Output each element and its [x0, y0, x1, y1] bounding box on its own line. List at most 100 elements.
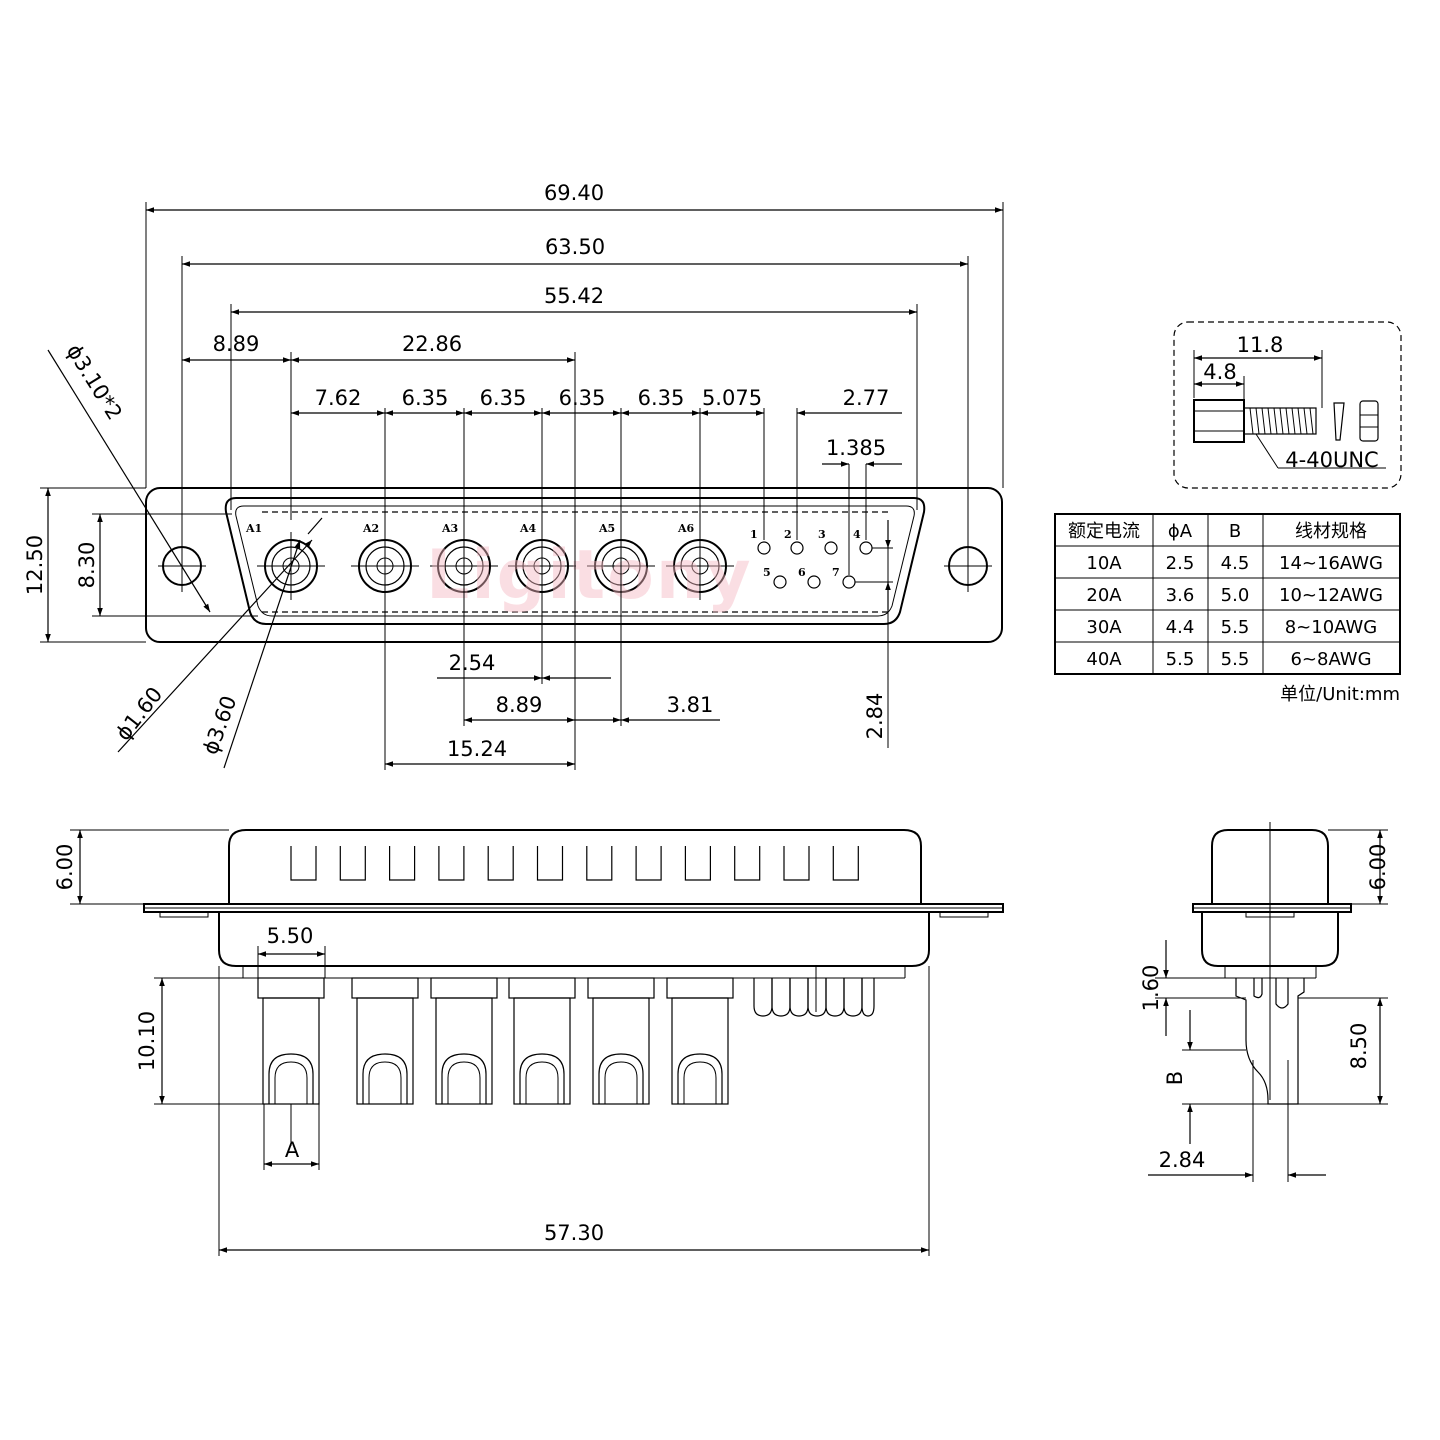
side-view: 6.00 5.50 10.10 A 57.30: [53, 829, 1004, 1256]
dim-1-385: 1.385: [826, 436, 886, 460]
signal-pin-3: [824, 541, 838, 555]
side-dim-6-00: 6.00: [53, 844, 77, 891]
pin-label-a4: A4: [519, 522, 537, 535]
table-cell: 6~8AWG: [1290, 649, 1371, 670]
dim-hole-dia: ϕ3.10*2: [62, 340, 127, 424]
power-contact-a1: A1: [245, 522, 325, 600]
thread-lines: [1249, 407, 1314, 435]
side-shell-top: [228, 829, 922, 904]
screw-thread-spec: 4-40UNC: [1285, 448, 1378, 472]
end-dim-8-50: 8.50: [1347, 1023, 1371, 1070]
dim-8-89: 8.89: [213, 332, 260, 356]
pin-label-a6: A6: [677, 522, 695, 535]
dim-2-84-front: 2.84: [863, 693, 887, 740]
side-dim-A: A: [285, 1138, 300, 1162]
dim-12-50: 12.50: [23, 535, 47, 595]
side-pin: [666, 977, 734, 1105]
unit-note: 单位/Unit:mm: [1280, 684, 1400, 705]
pin-label-a3: A3: [441, 522, 458, 535]
signal-label-5: 5: [763, 566, 771, 579]
table-cell: 8~10AWG: [1285, 617, 1378, 638]
screw-dim-11-8: 11.8: [1237, 333, 1284, 357]
signal-pins: 1 2 3 4 5 6 7: [750, 528, 893, 589]
side-pin: [257, 977, 325, 1105]
shell-slot: [832, 846, 859, 881]
signal-pin-2: [790, 541, 804, 555]
shell-slot: [536, 846, 564, 881]
table-cell: 3.6: [1166, 585, 1195, 606]
shell-slot: [586, 846, 613, 881]
signal-pin-6: [807, 575, 821, 589]
table-cell: 5.0: [1221, 585, 1250, 606]
front-dshell-inner: [235, 505, 915, 617]
end-dim-B: B: [1163, 1071, 1187, 1085]
dim-69-40: 69.40: [544, 181, 604, 205]
front-dim-text: 69.40 63.50 55.42 8.89 22.86 7.62 6.35 6…: [23, 181, 889, 761]
table-cell: 5.5: [1221, 617, 1250, 638]
dim-dia-1-60: ϕ1.60: [111, 683, 167, 746]
shell-slot: [487, 846, 514, 881]
dim-6-35-a: 6.35: [402, 386, 449, 410]
table-cell: 30A: [1086, 617, 1122, 638]
hex-standoff: [1193, 399, 1245, 443]
table-header-b: B: [1229, 521, 1241, 542]
front-extension-lines: [40, 202, 1004, 770]
table-cell: 4.4: [1166, 617, 1195, 638]
shell-slot: [438, 846, 465, 881]
dim-6-35-d: 6.35: [638, 386, 685, 410]
front-flange: [145, 487, 1003, 643]
table-cell: 40A: [1086, 649, 1122, 670]
table-cell: 2.5: [1166, 553, 1195, 574]
side-signal-tails: [753, 966, 875, 1017]
table-cell: 10A: [1086, 553, 1122, 574]
shell-slot: [389, 846, 416, 881]
dim-6-35-b: 6.35: [480, 386, 527, 410]
side-dim-lines: [70, 829, 930, 1256]
side-slots: [290, 846, 859, 881]
shell-slot: [783, 846, 810, 881]
side-pin: [351, 977, 419, 1105]
signal-label-1: 1: [750, 528, 758, 541]
shell-slot: [635, 846, 662, 881]
table-cell: 5.5: [1221, 649, 1250, 670]
pin-label-a5: A5: [598, 522, 615, 535]
signal-label-3: 3: [818, 528, 826, 541]
pin-label-a1: A1: [245, 522, 262, 535]
dim-8-89-bottom: 8.89: [496, 693, 543, 717]
front-dshell: [224, 497, 926, 625]
signal-pin-1: [757, 541, 771, 555]
shell-slot: [684, 846, 711, 881]
side-dim-5-50: 5.50: [267, 924, 314, 948]
table-cell: 5.5: [1166, 649, 1195, 670]
screw-detail: 11.8 4.8 4-40UNC: [1173, 321, 1402, 489]
table-cell: 14~16AWG: [1279, 553, 1383, 574]
screw-detail-frame: [1173, 321, 1402, 489]
table-cell: 20A: [1086, 585, 1122, 606]
front-dim-lines: [45, 207, 1003, 769]
table-header-dia-a: ϕA: [1168, 521, 1193, 542]
shell-slot: [290, 846, 317, 881]
dim-5-075: 5.075: [702, 386, 762, 410]
dim-8-30: 8.30: [75, 542, 99, 589]
end-view: 6.00 1.60 8.50 B 2.84: [1139, 822, 1390, 1182]
end-dim-2-84: 2.84: [1159, 1148, 1206, 1172]
signal-label-4: 4: [853, 528, 861, 541]
table-cell: 4.5: [1221, 553, 1250, 574]
signal-pin-7: [842, 575, 856, 589]
shell-slot: [339, 846, 366, 881]
spec-table: 额定电流 ϕA B 线材规格 10A 2.5 4.5 14~16AWG 20A …: [1054, 513, 1401, 705]
nut: [1359, 400, 1379, 442]
side-dim-10-10: 10.10: [135, 1011, 159, 1071]
table-cell: 10~12AWG: [1279, 585, 1383, 606]
side-pin: [430, 977, 498, 1105]
table-header-current: 额定电流: [1068, 521, 1140, 542]
signal-pin-5: [773, 575, 787, 589]
side-dim-57-30: 57.30: [544, 1221, 604, 1245]
dim-2-77: 2.77: [843, 386, 890, 410]
signal-label-6: 6: [798, 566, 806, 579]
end-dim-1-60: 1.60: [1139, 965, 1163, 1012]
side-pin: [587, 977, 655, 1105]
side-power-pins: [257, 977, 734, 1105]
table-header-wire: 线材规格: [1295, 521, 1367, 542]
